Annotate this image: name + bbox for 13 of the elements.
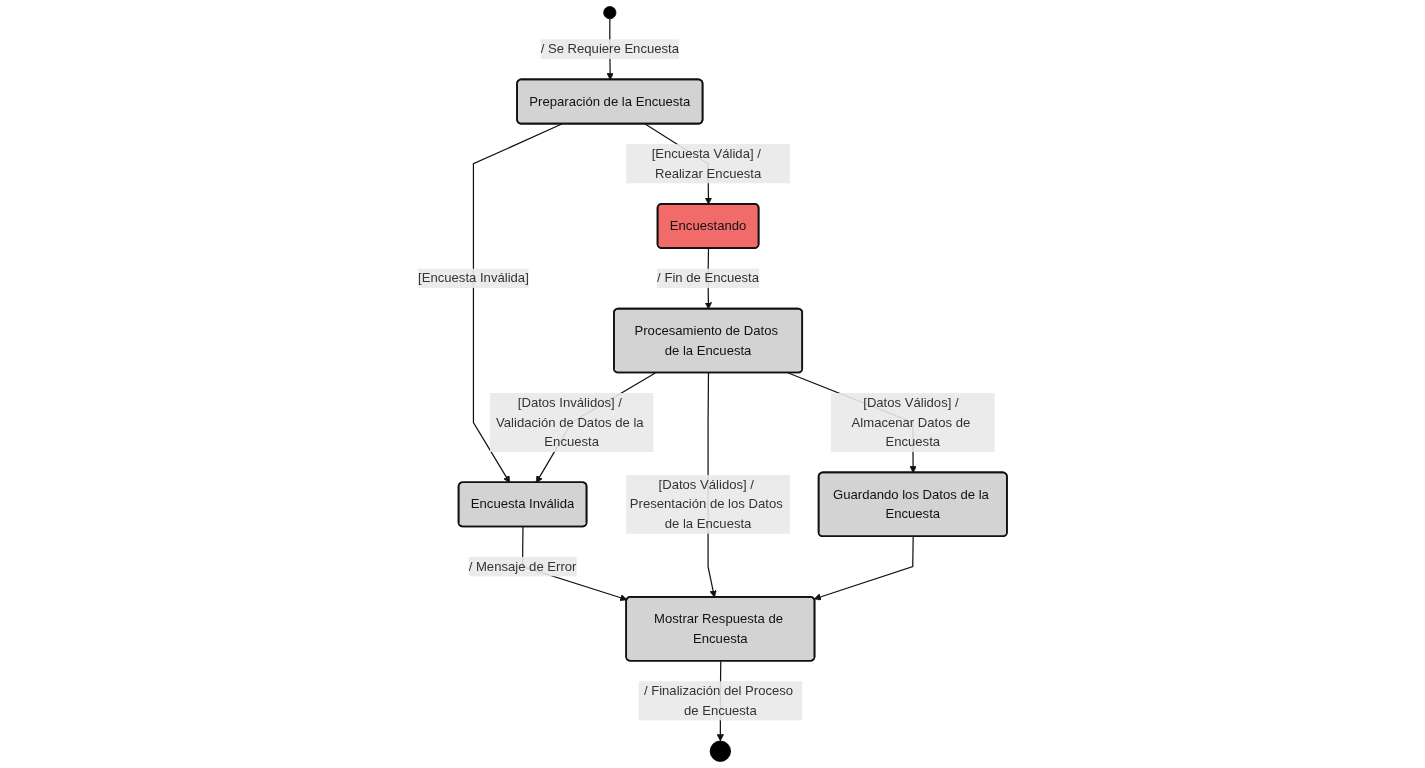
edge-label: [Encuesta Válida] / Realizar Encuesta <box>651 146 762 181</box>
arrow <box>813 536 914 601</box>
edge-label: / Finalización del Proceso de Encuesta <box>643 683 794 718</box>
edge-label: / Fin de Encuesta <box>657 271 760 285</box>
node-circle <box>709 740 731 762</box>
edge-label: [Datos Válidos] / Presentación de los Datos de la Encuesta <box>629 477 783 531</box>
edge-label: [Datos Válidos] / Almacenar Datos de Encuesta <box>851 395 971 449</box>
edge-label: / Se Requiere Encuesta <box>540 41 679 56</box>
arrow <box>472 123 563 483</box>
edge-label: [Encuesta Inválida] <box>418 271 529 285</box>
node-circle <box>603 6 617 20</box>
edge-label: / Mensaje de Error <box>468 559 577 574</box>
edge-label: [Datos Inválidos] / Validación de Datos de la Encuesta <box>496 395 644 449</box>
